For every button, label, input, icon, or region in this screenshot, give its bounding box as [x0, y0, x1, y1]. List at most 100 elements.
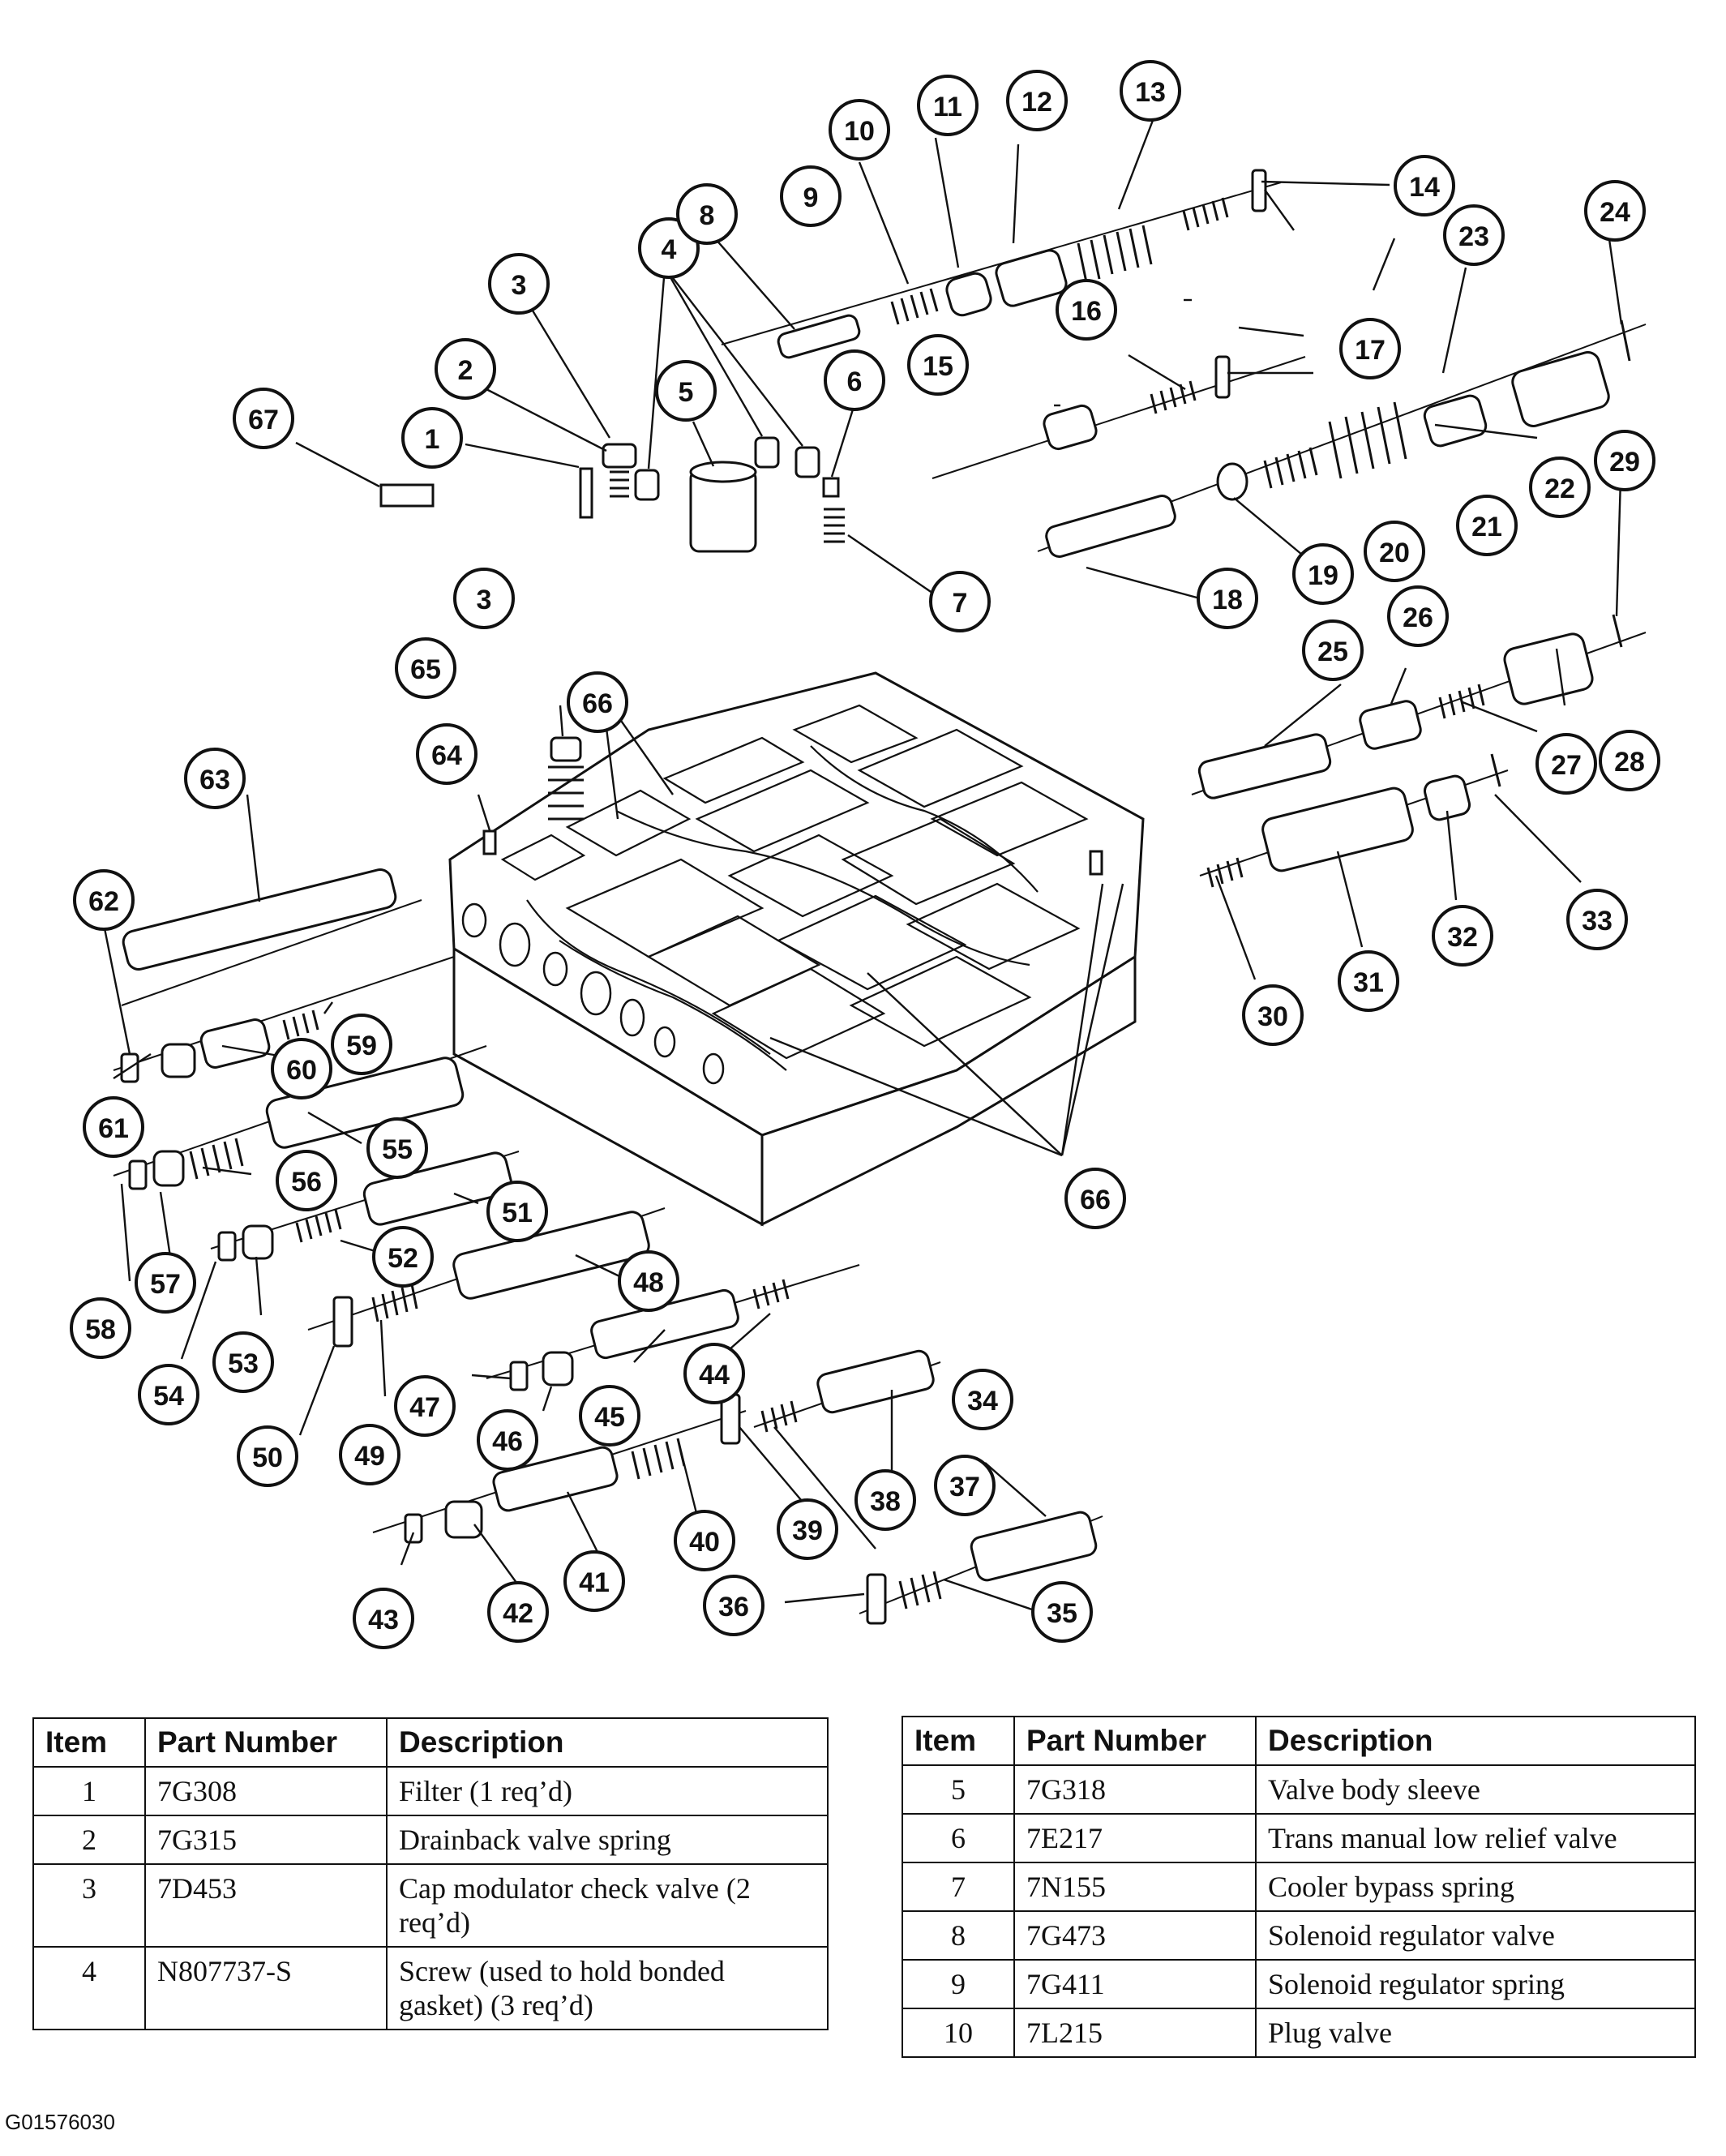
callout-47: 47: [394, 1375, 456, 1437]
callout-66-bottom: 66: [1064, 1168, 1126, 1229]
svg-text:13: 13: [1135, 77, 1166, 108]
svg-text:54: 54: [153, 1381, 184, 1412]
item-6-valve: [822, 477, 840, 498]
svg-text:36: 36: [718, 1592, 749, 1622]
callout-63: 63: [184, 748, 246, 809]
callout-56: 56: [276, 1150, 337, 1211]
callout-66-top: 66: [567, 671, 628, 733]
callout-53: 53: [212, 1331, 274, 1393]
callout-42: 42: [487, 1581, 549, 1643]
callout-9: 9: [780, 165, 842, 227]
svg-text:33: 33: [1582, 906, 1613, 937]
callouts: 1 2 3 4 5 6 7 8 9 10 11 12 13 14 15 16 1…: [70, 60, 1660, 1649]
item-65-spring: [548, 765, 584, 821]
svg-text:27: 27: [1551, 750, 1582, 781]
svg-text:41: 41: [579, 1567, 610, 1598]
svg-text:37: 37: [949, 1472, 980, 1502]
svg-text:30: 30: [1257, 1001, 1288, 1032]
table-row: 8 7G473 Solenoid regulator valve: [902, 1910, 1696, 1961]
callout-46: 46: [477, 1409, 538, 1471]
callout-67: 67: [233, 388, 294, 449]
svg-text:11: 11: [933, 92, 962, 122]
item-cell: 7: [902, 1862, 1015, 1912]
svg-text:47: 47: [409, 1392, 440, 1423]
part-number-cell: 7N155: [1013, 1862, 1257, 1912]
parts-table-right: Item Part Number Description 5 7G318 Val…: [902, 1716, 1696, 2058]
callout-39: 39: [777, 1498, 838, 1560]
callout-33: 33: [1566, 889, 1628, 950]
table-row: 9 7G411 Solenoid regulator spring: [902, 1959, 1696, 2009]
item-cell: 2: [32, 1815, 146, 1865]
callout-40: 40: [674, 1510, 735, 1571]
svg-text:23: 23: [1458, 221, 1489, 252]
item-cell: 3: [32, 1863, 146, 1948]
callout-17: 17: [1339, 318, 1401, 379]
item-cell: 4: [32, 1946, 146, 2030]
svg-text:50: 50: [252, 1442, 283, 1473]
callout-10: 10: [829, 99, 890, 161]
svg-text:29: 29: [1609, 447, 1640, 478]
svg-text:46: 46: [492, 1426, 523, 1457]
item-cell: 10: [902, 2008, 1015, 2058]
svg-text:55: 55: [382, 1134, 413, 1165]
callout-25: 25: [1302, 619, 1364, 681]
item-7-spring: [824, 508, 845, 543]
callout-2: 2: [435, 338, 496, 400]
table-header-row: Item Part Number Description: [32, 1717, 829, 1768]
table-header-row: Item Part Number Description: [902, 1716, 1696, 1766]
left-valves: [113, 868, 1103, 1625]
part-number-cell: 7G318: [1013, 1764, 1257, 1815]
callout-60: 60: [271, 1038, 332, 1099]
svg-text:20: 20: [1379, 538, 1410, 568]
item-cell: 8: [902, 1910, 1015, 1961]
col-item-header: Item: [32, 1717, 146, 1768]
svg-text:56: 56: [291, 1167, 322, 1198]
callout-59: 59: [331, 1014, 392, 1075]
svg-text:19: 19: [1308, 560, 1338, 591]
svg-text:51: 51: [502, 1198, 533, 1228]
callout-49: 49: [339, 1424, 400, 1485]
exploded-valve-body-diagram: 1 2 3 4 5 6 7 8 9 10 11 12 13 14 15 16 1…: [70, 60, 1660, 1649]
upper-right-valves: [721, 169, 1647, 558]
description-cell: Plug valve: [1255, 2008, 1696, 2058]
description-cell: Cooler bypass spring: [1255, 1862, 1696, 1912]
callout-62: 62: [73, 869, 135, 931]
description-cell: Trans manual low relief valve: [1255, 1813, 1696, 1863]
svg-text:59: 59: [346, 1031, 377, 1061]
callout-48: 48: [618, 1250, 679, 1312]
svg-text:60: 60: [286, 1055, 317, 1086]
figure-id: G01576030: [5, 2110, 115, 2134]
callout-51: 51: [486, 1181, 548, 1242]
svg-text:38: 38: [870, 1486, 901, 1517]
parts-table-left: Item Part Number Description 1 7G308 Fil…: [32, 1717, 829, 2030]
callout-15: 15: [907, 334, 969, 396]
table-row: 6 7E217 Trans manual low relief valve: [902, 1813, 1696, 1863]
svg-text:9: 9: [803, 182, 819, 213]
svg-text:67: 67: [248, 405, 279, 435]
callout-6: 6: [824, 349, 885, 411]
callout-29: 29: [1594, 430, 1655, 491]
callout-34: 34: [952, 1369, 1013, 1430]
callout-13: 13: [1120, 60, 1181, 122]
svg-text:52: 52: [388, 1243, 418, 1274]
svg-text:1: 1: [425, 424, 440, 455]
leader-lines: [102, 111, 1623, 1612]
item-67-part: [379, 483, 435, 508]
callout-65: 65: [395, 637, 456, 699]
svg-text:44: 44: [699, 1360, 730, 1391]
svg-text:40: 40: [689, 1527, 720, 1558]
table-row: 4 N807737-S Screw (used to hold bonded g…: [32, 1946, 829, 2030]
svg-text:25: 25: [1317, 637, 1348, 667]
callout-37: 37: [934, 1455, 996, 1516]
svg-text:57: 57: [150, 1269, 181, 1300]
item-cell: 5: [902, 1764, 1015, 1815]
description-cell: Valve body sleeve: [1255, 1764, 1696, 1815]
description-cell: Filter (1 req’d): [386, 1766, 829, 1816]
item-cell: 1: [32, 1766, 146, 1816]
col-part-number-header: Part Number: [1013, 1716, 1257, 1766]
callout-41: 41: [563, 1550, 625, 1612]
part-number-cell: 7G411: [1013, 1959, 1257, 2009]
callout-31: 31: [1338, 950, 1399, 1012]
item-1-filter: [579, 467, 593, 519]
svg-text:8: 8: [700, 200, 715, 231]
